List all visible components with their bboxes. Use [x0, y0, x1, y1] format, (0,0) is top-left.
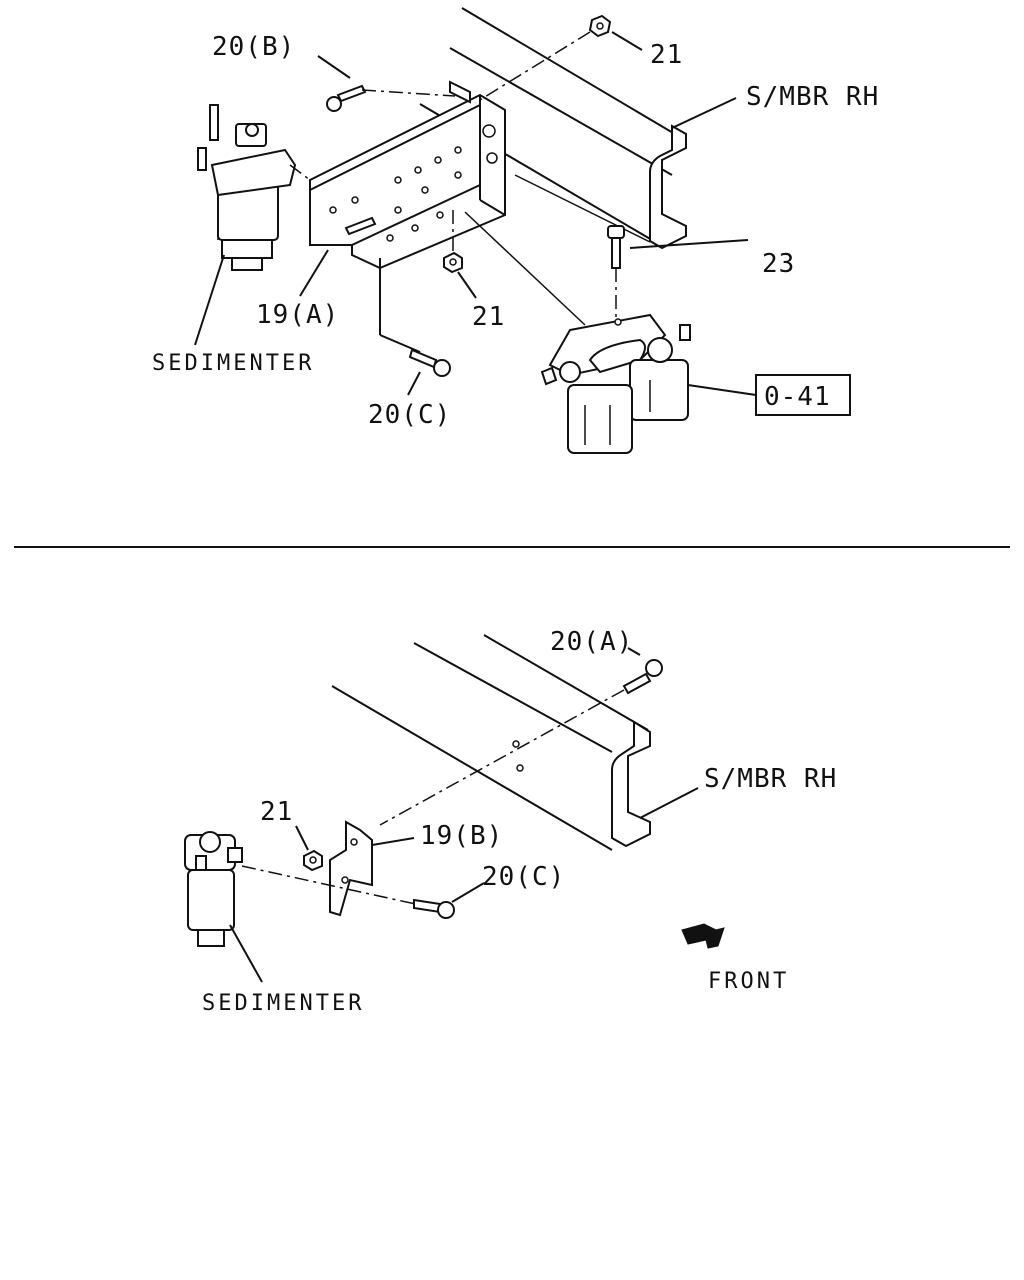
ref-box-0-41 [755, 374, 851, 416]
bolt-20a [379, 647, 663, 826]
label-front: FRONT [708, 969, 789, 994]
front-arrow-icon [681, 923, 725, 949]
leader-19a [299, 249, 329, 297]
nut-21-top [474, 14, 643, 104]
fuel-filter-assembly [540, 313, 757, 454]
label-21-bottom: 21 [260, 797, 293, 827]
label-19b: 19(B) [420, 821, 503, 851]
nut-21-mid [443, 210, 477, 299]
label-20c-top: 20(C) [368, 400, 451, 430]
label-23: 23 [762, 249, 795, 279]
side-member-bottom [331, 634, 699, 851]
label-sedimenter-top: SEDIMENTER [152, 351, 314, 376]
bracket-19b [329, 820, 415, 917]
label-20b: 20(B) [212, 32, 295, 62]
label-20a: 20(A) [550, 627, 633, 657]
label-smbr-rh-top: S/MBR RH [746, 82, 879, 112]
label-smbr-rh-bottom: S/MBR RH [704, 764, 837, 794]
bolt-20c-bottom [413, 882, 485, 919]
bolt-20b [317, 55, 456, 112]
label-ref-0-41: 0-41 [764, 382, 831, 412]
label-21-top: 21 [650, 40, 683, 70]
nut-21-bottom [295, 825, 323, 872]
top-assembly: 20(B) 21 S/MBR RH 23 19(A) 21 SEDIMENTER… [152, 7, 879, 454]
leader-smbr-top [671, 97, 737, 129]
bottom-assembly: 20(A) S/MBR RH 21 19(B) 20(C) FRONT SEDI… [184, 627, 837, 1016]
label-21-mid: 21 [472, 302, 505, 332]
label-20c-bottom: 20(C) [482, 862, 565, 892]
bracket-19a [309, 80, 506, 270]
label-19a: 19(A) [256, 300, 339, 330]
sedimenter-bottom [184, 831, 421, 983]
label-sedimenter-bottom: SEDIMENTER [202, 991, 364, 1016]
bolt-20c-top [379, 258, 451, 396]
bolt-23 [464, 211, 749, 326]
sedimenter-top [194, 104, 311, 346]
